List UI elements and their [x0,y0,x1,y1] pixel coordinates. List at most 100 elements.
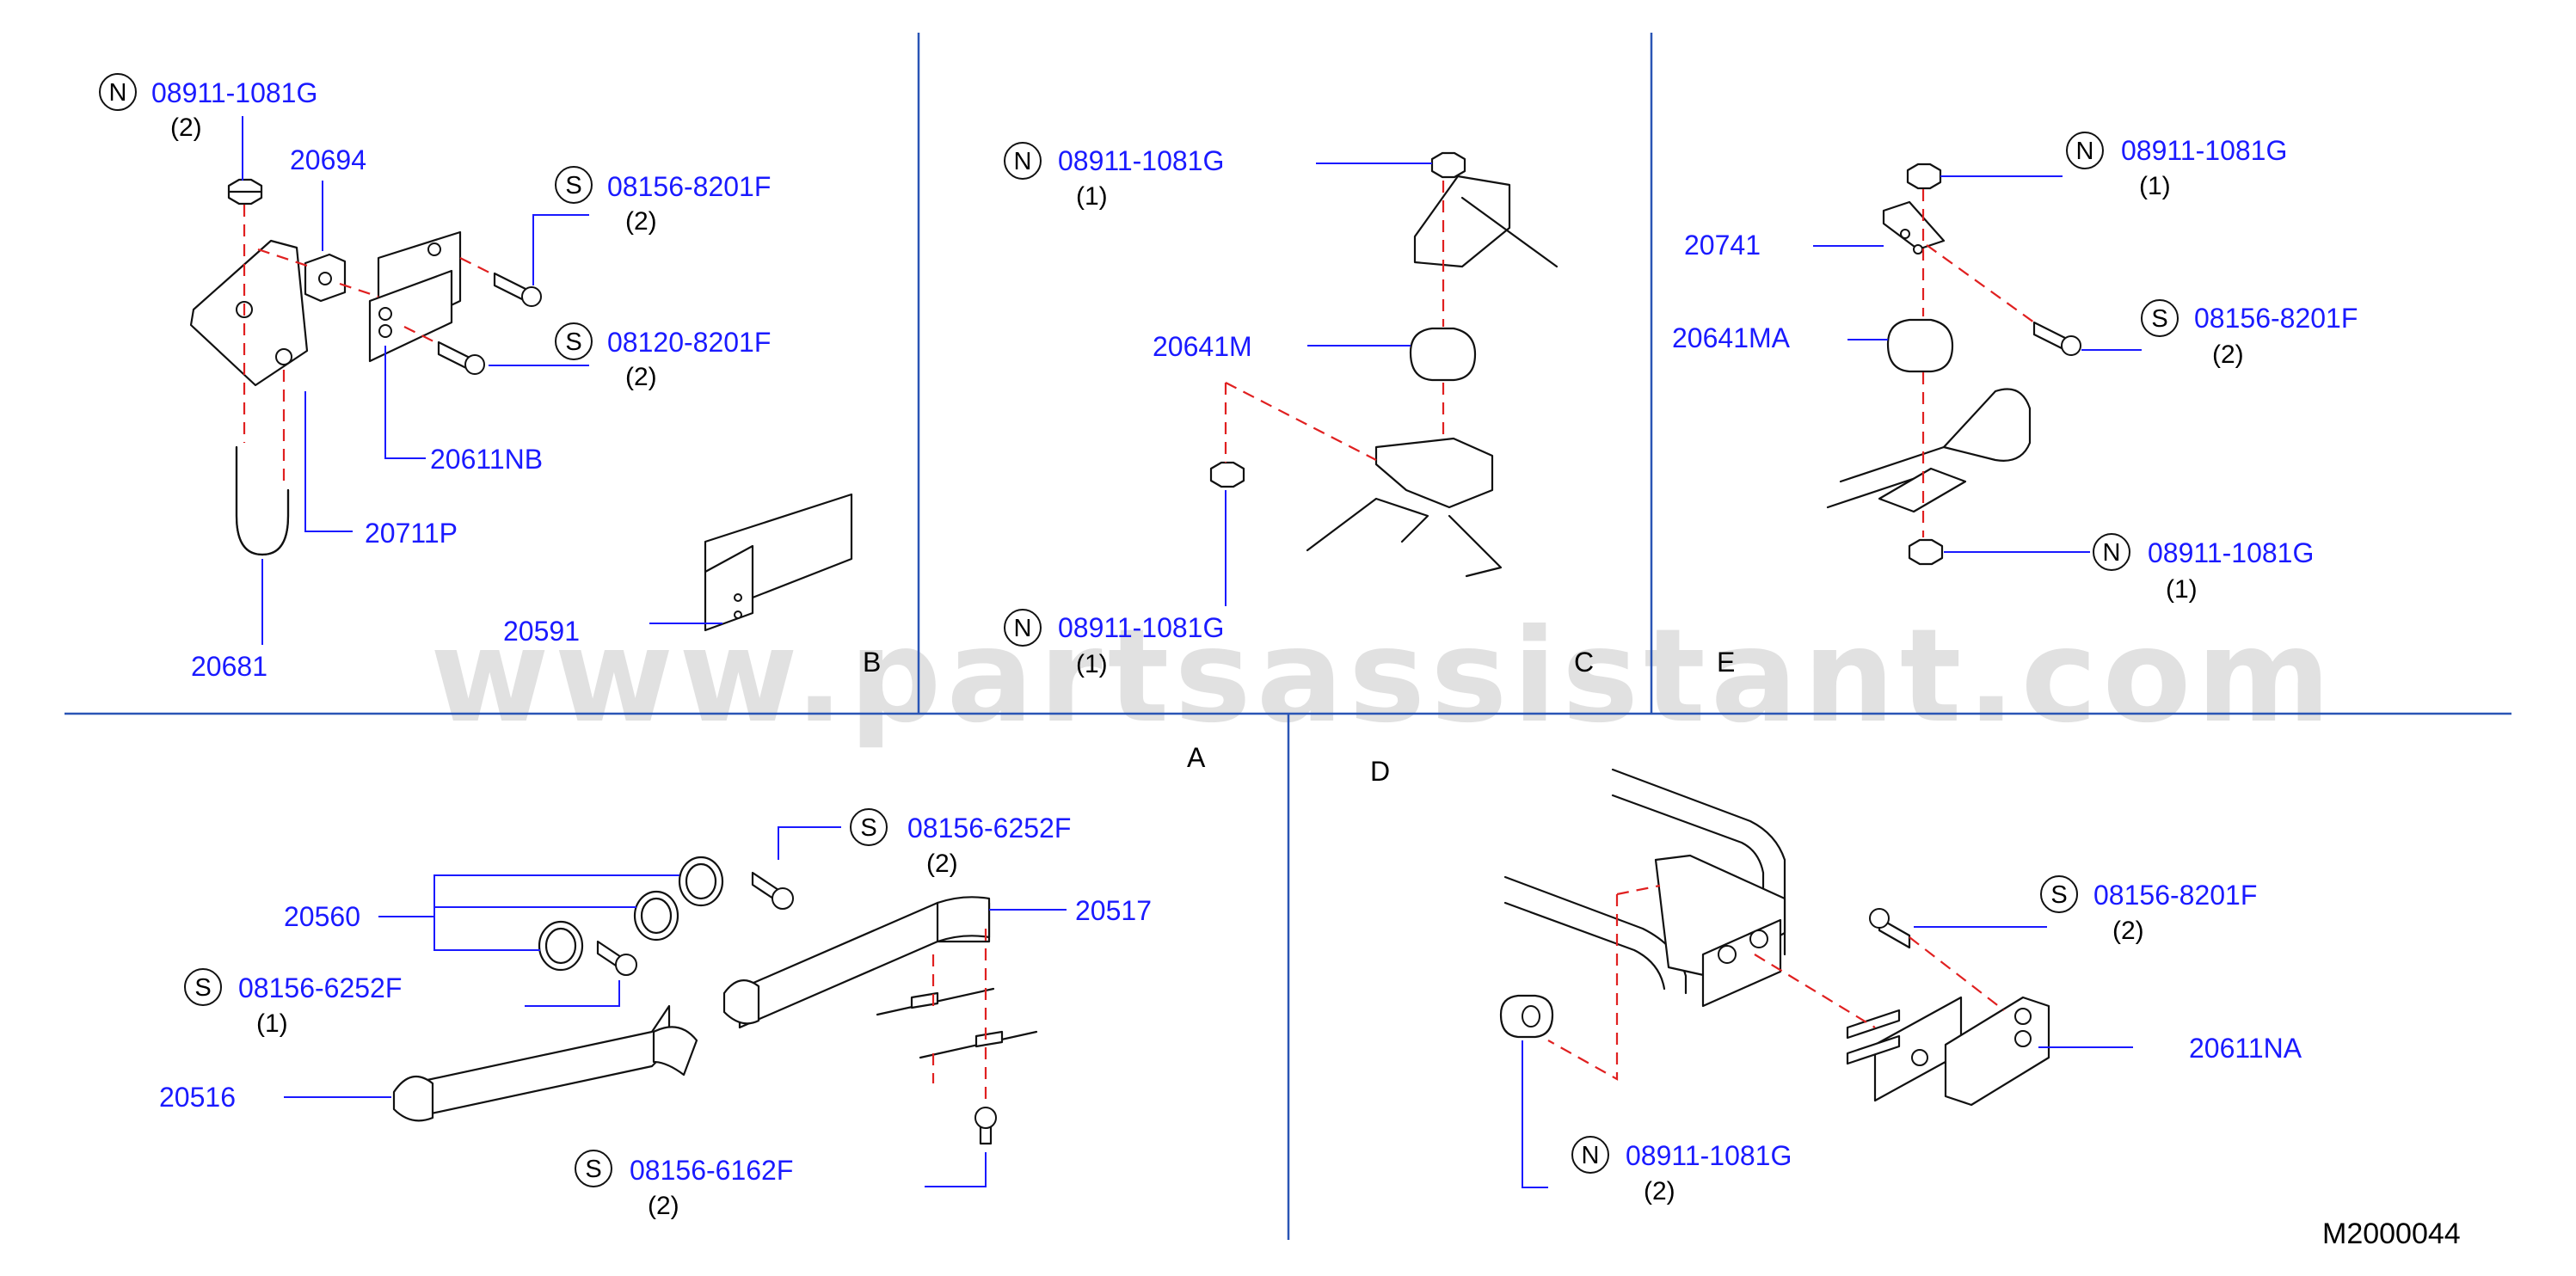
svg-text:N: N [1582,1142,1600,1169]
part-number-20611na: 20611NA [2189,1033,2302,1064]
nut-icon [1908,538,1944,566]
quantity: (2) [926,850,958,878]
section-a-parts [392,856,1038,1145]
section-a-leaders [284,826,1067,1187]
section-label-e: E [1717,647,1735,678]
quantity: (1) [2139,172,2171,200]
screw-symbol-icon [2040,875,2078,913]
part-number: 08156-8201F [2093,880,2257,911]
section-b-leaders [242,116,722,645]
part-number-20681: 20681 [191,651,267,682]
heat-cover-icon [409,1004,671,1120]
nut-symbol-icon [1004,609,1042,647]
part-number: 08156-8201F [2194,303,2358,334]
part-number: 08911-1081G [151,77,317,108]
callout-e-nut-top: N 08911-1081G (1) [2066,132,2287,200]
watermark: www.partsassistant.com [430,602,2336,751]
section-label-d: D [1370,756,1390,787]
bracket-icon [1882,200,1946,251]
svg-text:S: S [565,172,581,199]
part-number: 08911-1081G [2148,537,2314,568]
frame-bracket-icon [1413,175,1511,268]
quantity: (1) [1076,182,1108,211]
part-number-20694: 20694 [290,144,366,175]
part-number-20611nb: 20611NB [430,444,543,475]
callout-a-screw-top: S 08156-6252F (2) [850,808,1071,878]
part-number-20641m: 20641M [1153,331,1252,362]
callout-a-screw-bottom: S 08156-6162F (2) [575,1150,793,1220]
frame-icon [1611,768,1786,956]
section-label-c: C [1574,647,1594,678]
section-d-parts [1499,768,2050,1107]
section-c-leaders [1225,163,1432,606]
nut-symbol-icon [1004,142,1042,180]
nut-symbol-icon [1571,1136,1609,1174]
svg-text:S: S [194,974,211,1002]
nut-icon [1209,461,1245,488]
part-number: 08156-8201F [607,171,771,202]
svg-text:S: S [860,814,876,842]
nut-symbol-icon [99,73,137,111]
insulator-icon [1886,318,1954,373]
callout-b-screw-top: S 08156-8201F (2) [555,166,771,236]
quantity: (1) [2166,575,2198,604]
part-number-20516: 20516 [159,1082,236,1113]
svg-text:N: N [109,79,127,107]
nut-icon [1906,163,1942,190]
quantity: (2) [1644,1177,1675,1205]
nut-icon [1430,151,1466,179]
section-dividers [65,33,2511,1240]
part-number: 08120-8201F [607,327,771,358]
crossmember-icon [1374,437,1494,509]
callout-c-nut-bottom: N 08911-1081G (1) [1004,609,1224,678]
section-d-leaders [1522,926,2133,1188]
svg-text:N: N [2103,539,2121,567]
part-number-20641ma: 20641MA [1672,322,1791,353]
svg-text:N: N [1014,615,1032,642]
part-number-20741: 20741 [1684,230,1761,261]
svg-text:S: S [2050,881,2067,909]
quantity: (2) [170,113,202,142]
quantity: (2) [625,207,657,236]
part-number: 08156-6252F [907,813,1071,844]
part-number-20560: 20560 [284,901,360,932]
nut-symbol-icon [2066,132,2104,169]
callout-d-nut: N 08911-1081G (2) [1571,1136,1792,1205]
svg-text:S: S [585,1156,601,1183]
section-label-b: B [863,647,881,678]
screw-symbol-icon [184,968,222,1006]
section-e-parts [1826,163,2081,566]
muffler-pipe-icon [1942,388,2032,462]
part-number: 08156-6162F [630,1155,793,1186]
part-number: 08911-1081G [1058,145,1224,176]
svg-text:N: N [2076,138,2094,165]
callout-e-screw: S 08156-8201F (2) [2141,299,2358,369]
quantity: (2) [648,1192,679,1220]
part-number: 08911-1081G [1626,1140,1792,1171]
part-number: 08911-1081G [2121,135,2287,166]
part-number: 08911-1081G [1058,612,1224,643]
screw-symbol-icon [575,1150,612,1187]
callout-e-nut-bottom: N 08911-1081G (1) [2093,533,2314,604]
quantity: (2) [2212,340,2244,369]
screw-symbol-icon [555,166,593,204]
svg-text:N: N [1014,148,1032,175]
section-c-parts [1209,151,1559,578]
u-bolt-icon [235,445,290,556]
part-number: 08156-6252F [238,972,402,1003]
quantity: (1) [256,1009,288,1038]
quantity: (2) [2112,917,2144,945]
quantity: (1) [1076,650,1108,678]
screw-symbol-icon [2141,299,2179,337]
svg-text:S: S [2151,305,2167,333]
callout-b-screw-mid: S 08120-8201F (2) [555,322,771,391]
svg-text:S: S [565,328,581,356]
part-number-20517: 20517 [1075,895,1152,926]
part-number-20591: 20591 [503,616,580,647]
section-b-parts [189,178,853,632]
callout-a-screw-left: S 08156-6252F (1) [184,968,402,1038]
part-number-20711p: 20711P [365,518,458,549]
screw-symbol-icon [555,322,593,360]
quantity: (2) [625,363,657,391]
